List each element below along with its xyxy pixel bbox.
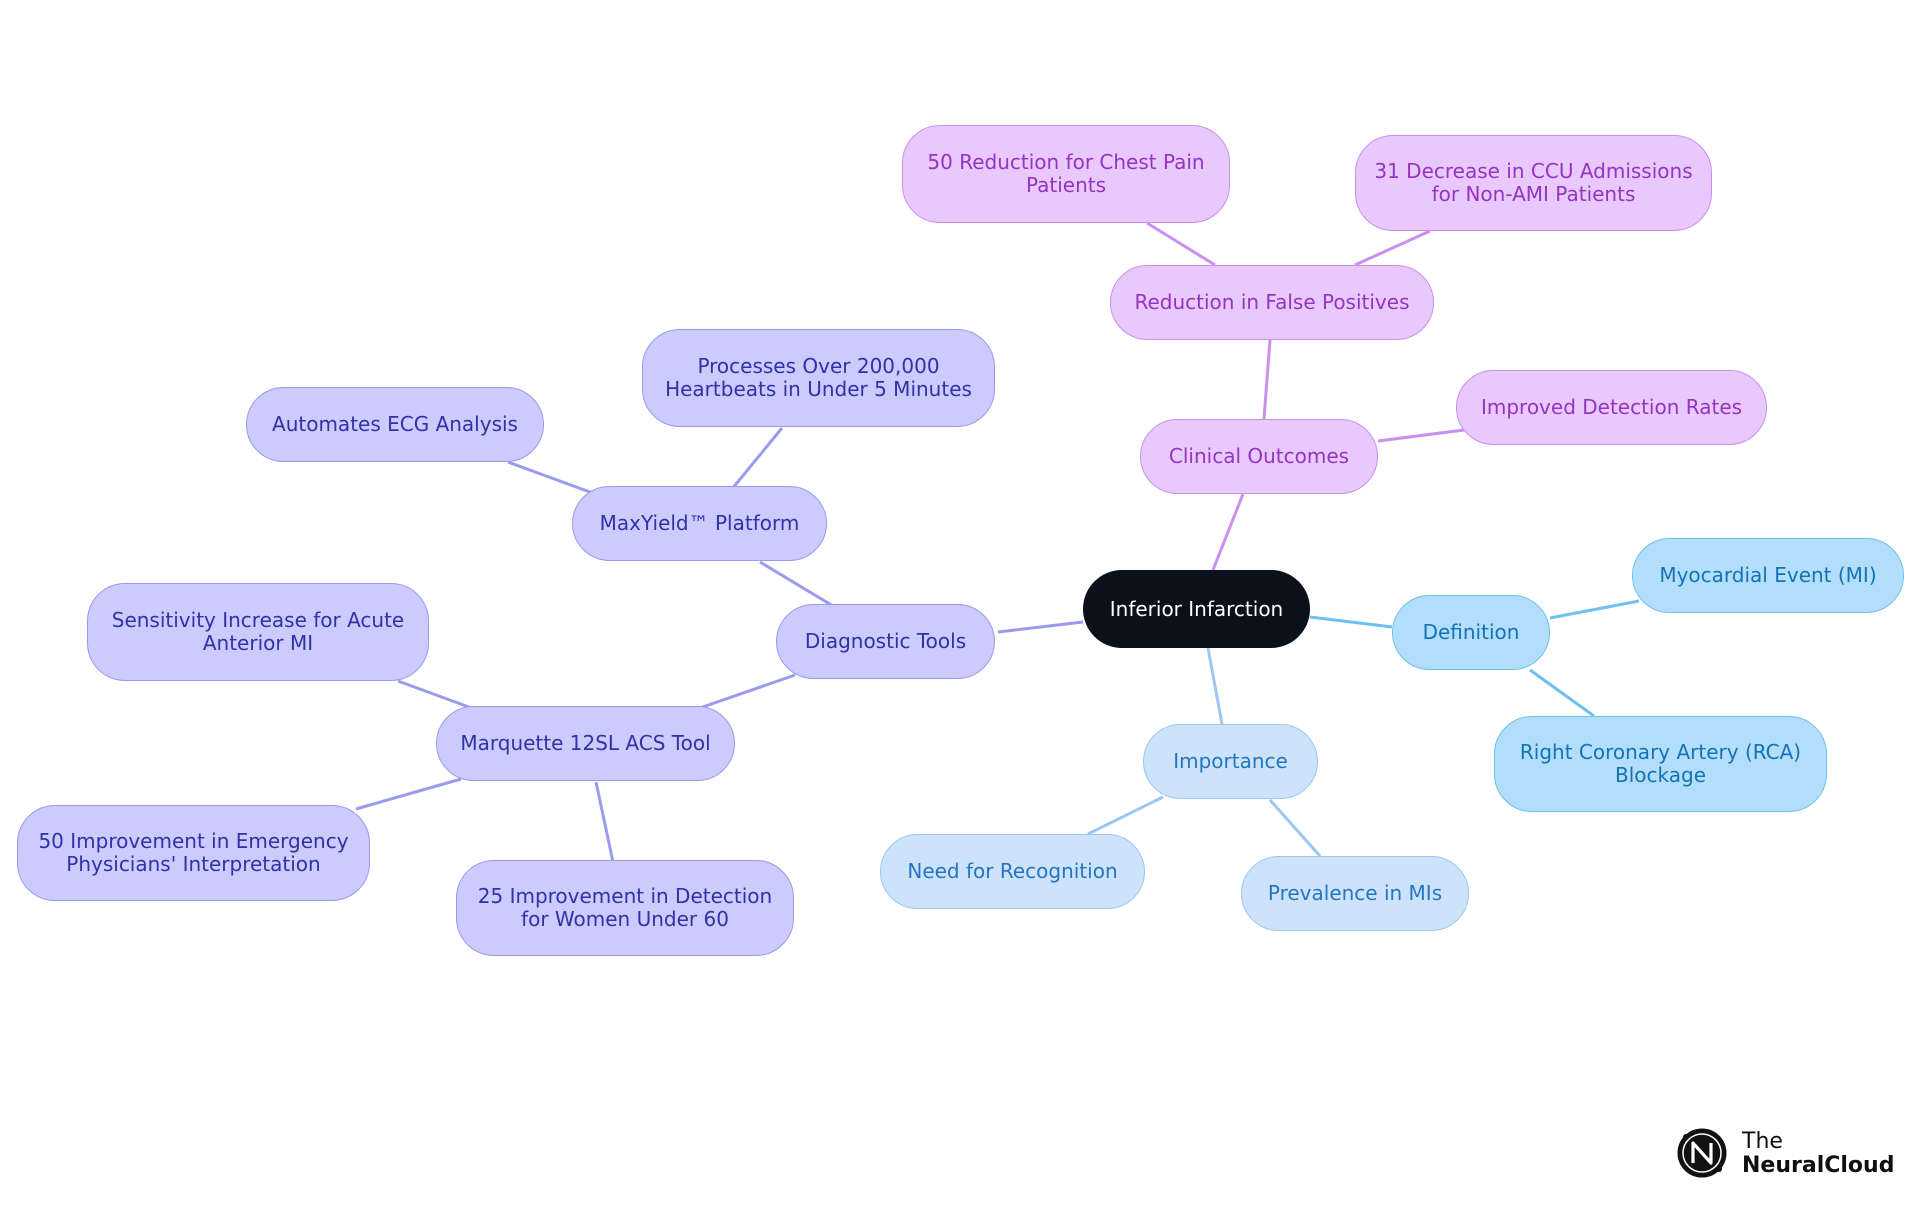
node-clinical-outcomes: Clinical Outcomes (1140, 419, 1378, 494)
edge-clinical-detection (1377, 428, 1465, 443)
logo-line-2: NeuralCloud (1742, 1153, 1895, 1178)
node-maxyield-platform: MaxYield™ Platform (572, 486, 827, 561)
node-myocardial-event: Myocardial Event (MI) (1632, 538, 1904, 613)
edge-root-clinical (1211, 493, 1245, 571)
node-definition: Definition (1392, 595, 1550, 670)
edge-definition-rca (1529, 668, 1595, 718)
edge-marquette-women (594, 781, 615, 863)
neuralcloud-logo-icon (1677, 1128, 1727, 1178)
node-heartbeats-processing: Processes Over 200,000 Heartbeats in Und… (642, 329, 995, 427)
edge-marquette-emergency (355, 777, 462, 811)
neuralcloud-logo: The NeuralCloud (1676, 1124, 1894, 1184)
node-rca-blockage: Right Coronary Artery (RCA) Blockage (1494, 716, 1827, 812)
node-women-detection: 25 Improvement in Detection for Women Un… (456, 860, 794, 956)
node-reduction-false-positives: Reduction in False Positives (1110, 265, 1434, 340)
node-sensitivity-increase: Sensitivity Increase for Acute Anterior … (87, 583, 429, 681)
edge-root-definition (1309, 615, 1393, 629)
edge-importance-prevalence (1268, 799, 1322, 857)
edge-importance-recognition (1087, 795, 1164, 836)
node-improved-detection-rates: Improved Detection Rates (1456, 370, 1767, 445)
edge-maxyield-heartbeats (730, 427, 784, 490)
node-emergency-interpretation: 50 Improvement in Emergency Physicians' … (17, 805, 370, 901)
edge-definition-mi (1549, 599, 1640, 620)
edge-root-importance (1206, 647, 1224, 725)
node-prevalence-in-mis: Prevalence in MIs (1241, 856, 1469, 931)
node-diagnostic-tools: Diagnostic Tools (776, 604, 995, 679)
node-root: Inferior Infarction (1083, 570, 1310, 648)
node-ccu-admissions-decrease: 31 Decrease in CCU Admissions for Non-AM… (1355, 135, 1712, 231)
node-automates-ecg: Automates ECG Analysis (246, 387, 544, 462)
edge-diagnostic-maxyield (759, 560, 834, 608)
node-chest-pain-reduction: 50 Reduction for Chest Pain Patients (902, 125, 1230, 223)
edge-clinical-false-positives (1262, 339, 1272, 420)
logo-line-1: The (1742, 1129, 1783, 1154)
edge-fp-ccu (1354, 229, 1431, 267)
node-importance: Importance (1143, 724, 1318, 799)
node-need-for-recognition: Need for Recognition (880, 834, 1145, 909)
edge-root-diagnostic (997, 620, 1084, 634)
edge-diagnostic-marquette (696, 673, 796, 711)
neuralcloud-logo-text: The NeuralCloud (1742, 1130, 1894, 1178)
edge-fp-chestpain (1146, 221, 1216, 267)
edge-marquette-sensitivity (397, 679, 478, 712)
node-marquette-tool: Marquette 12SL ACS Tool (436, 706, 735, 781)
edge-maxyield-automates (507, 460, 599, 497)
